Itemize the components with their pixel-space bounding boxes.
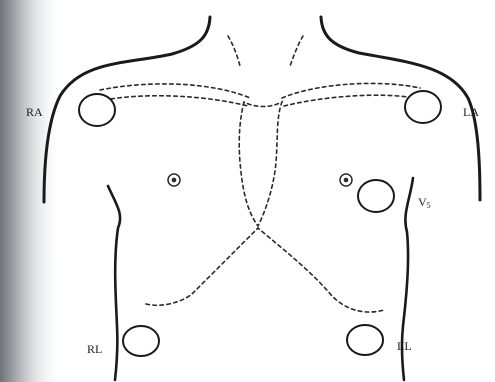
page-edge-shadow xyxy=(0,0,62,382)
right-neck-shoulder-line xyxy=(321,17,480,200)
label-ll: LL xyxy=(397,340,412,352)
label-v5: V5 xyxy=(418,196,431,210)
left-trunk-side-line xyxy=(108,186,120,380)
throat-dashed-line-left xyxy=(228,36,240,66)
electrode-rl xyxy=(123,326,159,356)
label-ra: RA xyxy=(26,106,43,118)
right-nipple-center xyxy=(172,178,175,181)
electrode-v5 xyxy=(358,180,394,212)
electrode-ra xyxy=(79,94,115,126)
label-v5-subscript: 5 xyxy=(427,201,431,210)
left-neck-shoulder-line xyxy=(44,17,210,202)
clavicle-right-lower xyxy=(284,95,414,106)
left-nipple-center xyxy=(344,178,347,181)
clavicle-left-lower xyxy=(104,96,248,106)
label-v5-main: V xyxy=(418,195,427,209)
sternum-outline xyxy=(239,102,282,226)
electrode-la xyxy=(405,91,441,123)
electrode-ll xyxy=(347,325,383,355)
label-rl: RL xyxy=(87,343,102,355)
label-la: LA xyxy=(463,106,479,118)
costal-margin-line xyxy=(146,228,384,312)
throat-dashed-line-right xyxy=(290,36,303,66)
